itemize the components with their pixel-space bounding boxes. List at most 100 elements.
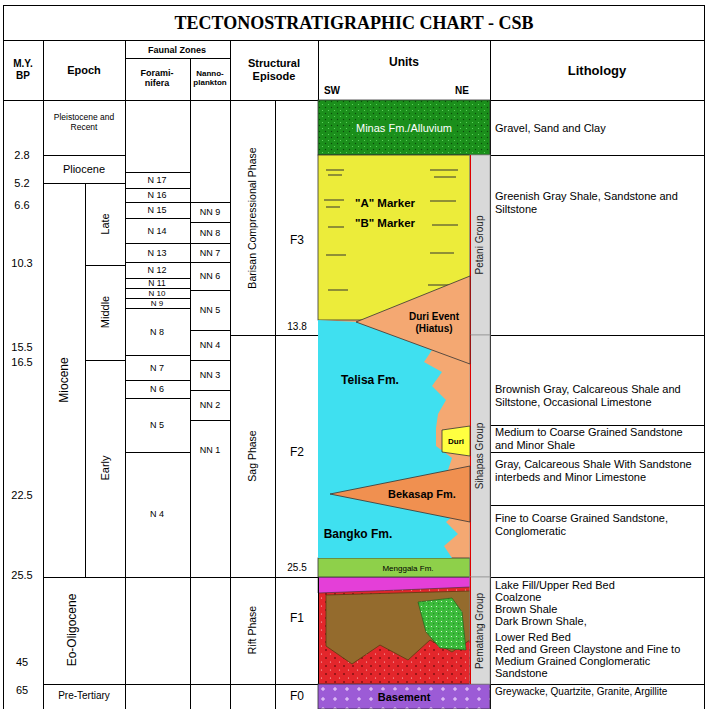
lithology-text: Brownish Gray, Calcareous Shale and Silt… bbox=[495, 383, 701, 408]
episode-code: F1 bbox=[290, 611, 304, 625]
zone-name: NN 5 bbox=[200, 305, 221, 315]
lithology-text-holder: Dark Brown Shale, bbox=[495, 615, 701, 627]
column-header-holder: NE bbox=[455, 85, 469, 97]
column-header: SW bbox=[324, 85, 340, 97]
epoch-name: Late bbox=[99, 213, 112, 234]
group-bar: Pematang Group bbox=[470, 577, 490, 684]
age-value: 25.5 bbox=[287, 562, 306, 574]
zone-name-holder: NN 4 bbox=[200, 340, 221, 350]
formation-band-outline bbox=[318, 558, 470, 577]
lithology-text-holder: Brown Shale bbox=[495, 603, 701, 615]
unit-name: Minas Fm./Alluvium bbox=[353, 121, 455, 134]
basement-band: Basement bbox=[318, 684, 490, 709]
zone-name-holder: NN 9 bbox=[200, 207, 221, 217]
age-value-holder: 25.5 bbox=[287, 562, 306, 574]
marker-dash bbox=[328, 227, 344, 228]
marker-dash bbox=[430, 201, 456, 202]
lithology-text: Greywacke, Quartzite, Granite, Argillite bbox=[495, 686, 701, 697]
age-value: 6.6 bbox=[14, 199, 29, 212]
zone-name-holder: NN 5 bbox=[200, 305, 221, 315]
zone-name: N 5 bbox=[150, 421, 164, 430]
lithology-text: Lake Fill/Upper Red Bed bbox=[495, 579, 701, 591]
age-value-holder: 2.8 bbox=[14, 149, 29, 162]
lithology-text: Greenish Gray Shale, Sandstone and Silts… bbox=[495, 190, 701, 215]
age-value: 22.5 bbox=[11, 489, 32, 502]
age-value-holder: 5.2 bbox=[14, 177, 29, 190]
column-header-holder: Units bbox=[389, 55, 419, 69]
lithology-text: Red and Green Claystone and Fine to Medi… bbox=[495, 643, 701, 679]
column-header-holder: Structural Episode bbox=[234, 57, 314, 83]
lithology-text-holder: Fine to Coarse Grained Sandstone, Conglo… bbox=[495, 512, 701, 537]
brown-shale-body bbox=[326, 591, 470, 664]
zone-name-holder: N 14 bbox=[147, 226, 166, 235]
marker-dash bbox=[326, 170, 344, 171]
zone-name: N 7 bbox=[150, 363, 164, 372]
unit-name-holder: Menggala Fm. bbox=[382, 563, 433, 572]
column-header-holder: Forami- nifera bbox=[129, 68, 185, 88]
lithology-text-holder: Red and Green Claystone and Fine to Medi… bbox=[495, 643, 701, 679]
zone-name-holder: NN 7 bbox=[200, 248, 221, 258]
lithology-text-holder: Gravel, Sand and Clay bbox=[495, 122, 701, 135]
zone-name: N 11 bbox=[148, 279, 165, 288]
phase-name: Sag Phase bbox=[246, 430, 258, 481]
column-header: Structural Episode bbox=[234, 57, 314, 83]
column-header: Forami- nifera bbox=[129, 68, 185, 88]
unit-name: Pematang Group bbox=[474, 592, 486, 668]
column-header-holder: Lithology bbox=[568, 63, 627, 78]
unit-name-holder: Bangko Fm. bbox=[324, 527, 393, 541]
unit-name-holder: Bekasap Fm. bbox=[388, 488, 456, 501]
phase-name-holder: Sag Phase bbox=[246, 430, 258, 481]
epoch-name-holder: Miocene bbox=[57, 357, 71, 402]
group-bar: Petani Group bbox=[470, 155, 490, 335]
marker-dash bbox=[328, 290, 348, 291]
unit-name: Basement bbox=[375, 690, 434, 703]
age-value: 5.2 bbox=[14, 177, 29, 190]
marker-dash bbox=[434, 177, 456, 178]
epoch-name: Pliocene bbox=[63, 163, 105, 176]
age-value: 15.5 bbox=[11, 341, 32, 354]
zone-name-holder: N 13 bbox=[147, 248, 166, 257]
zone-name: NN 8 bbox=[200, 228, 221, 238]
lithology-text: Gravel, Sand and Clay bbox=[495, 122, 701, 135]
unit-name-holder: "B" Marker bbox=[355, 217, 415, 230]
unit-name: Petani Group bbox=[474, 216, 486, 275]
epoch-name: Pleistocene and Recent bbox=[48, 112, 120, 132]
unit-name: Duri bbox=[448, 437, 464, 446]
epoch-name: Eo-Oligocene bbox=[65, 594, 79, 667]
lithology-text: Coalzone bbox=[495, 591, 701, 603]
age-value: 65 bbox=[16, 684, 28, 697]
marker-dash bbox=[326, 207, 340, 208]
zone-name-holder: N 16 bbox=[147, 191, 166, 200]
epoch-name-holder: Pre-Tertiary bbox=[58, 690, 110, 702]
red-bed-ground bbox=[318, 577, 470, 684]
zone-name-holder: N 11 bbox=[148, 279, 165, 288]
age-value-holder: 13.8 bbox=[287, 321, 306, 333]
episode-code-holder: F3 bbox=[290, 233, 304, 247]
unit-name: "B" Marker bbox=[355, 217, 415, 230]
column-header: NE bbox=[455, 85, 469, 97]
zone-name: N 4 bbox=[150, 510, 164, 519]
zone-name-holder: N 12 bbox=[147, 266, 166, 275]
epoch-name-holder: Late bbox=[99, 213, 112, 234]
lithology-text-holder: Lower Red Bed bbox=[495, 631, 701, 643]
marker-dash bbox=[432, 225, 458, 226]
unit-name-holder: Telisa Fm. bbox=[341, 373, 399, 387]
unit-name: "A" Marker bbox=[355, 197, 415, 210]
epoch-name-holder: Eo-Oligocene bbox=[65, 594, 79, 667]
age-value: 10.3 bbox=[11, 257, 32, 270]
column-header-holder: Faunal Zones bbox=[148, 45, 206, 55]
chart-title: TECTONOSTRATIGRAPHIC CHART - CSB bbox=[175, 13, 534, 34]
zone-name: NN 6 bbox=[200, 271, 221, 281]
unit-name-holder: Basement bbox=[375, 690, 434, 703]
zone-name: NN 1 bbox=[200, 445, 221, 455]
column-header-holder: Nanno- plankton bbox=[190, 69, 230, 87]
epoch-name-holder: Pleistocene and Recent bbox=[48, 112, 120, 132]
hiatus-wedge: Duri Event (Hiatus) bbox=[356, 276, 470, 364]
zone-name: N 9 bbox=[151, 299, 163, 308]
zone-name-holder: NN 6 bbox=[200, 271, 221, 281]
age-value-holder: 6.6 bbox=[14, 199, 29, 212]
formation-tongue: Bekasap Fm. bbox=[330, 466, 470, 522]
lake-fill-band bbox=[318, 577, 470, 593]
formation-band: Minas Fm./Alluvium bbox=[318, 100, 490, 155]
